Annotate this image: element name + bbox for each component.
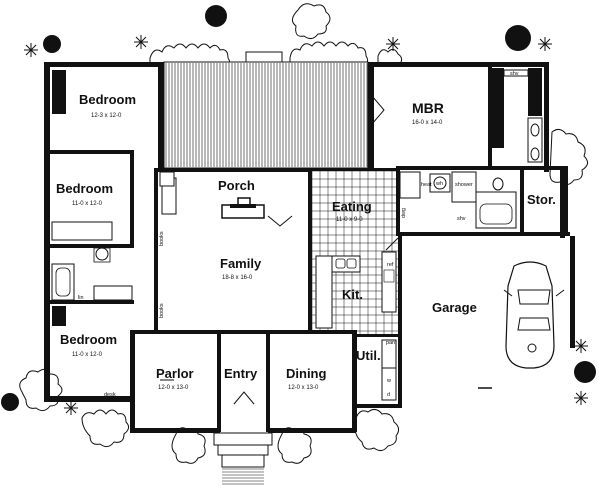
bedroom2-dims: 11-0 x 12-0 — [72, 201, 103, 207]
parlor-dims: 12-0 x 13-0 — [158, 385, 189, 391]
w-label: w — [386, 378, 391, 384]
shrub-bottom-left — [19, 368, 63, 412]
laundry — [381, 339, 397, 401]
family-label: Family — [220, 256, 262, 271]
car-icon — [503, 261, 565, 369]
dining-dims: 12-0 x 13-0 — [288, 385, 319, 391]
door-swings — [160, 95, 399, 405]
kit-label: Kit. — [342, 287, 363, 302]
exterior-walls — [44, 62, 575, 433]
tree-right — [574, 361, 596, 383]
shrub-bottom-right — [354, 408, 400, 452]
porch-label: Porch — [218, 178, 255, 193]
landscaping — [1, 3, 596, 464]
shrub-top-center-left — [149, 43, 231, 67]
shrub-right — [549, 128, 588, 186]
eating-dims: 11-0 x 9-0 — [336, 217, 363, 223]
wh-label: wh — [435, 181, 443, 187]
bedroom3-dims: 11-0 x 12-0 — [72, 352, 103, 358]
flower-markers — [24, 35, 588, 415]
d-label: d — [387, 392, 390, 398]
front-porch-deck — [163, 51, 369, 169]
desk-label: desk — [104, 392, 116, 398]
stor-label: Stor. — [527, 192, 556, 207]
garage-label: Garage — [432, 300, 477, 315]
tree-bottom-left — [1, 393, 19, 411]
bath-fixtures — [51, 69, 543, 301]
tree-top-left — [205, 5, 227, 27]
fixture-labels: shv heat wh shower shv dwg lin books boo… — [78, 71, 519, 398]
shower-label: shower — [455, 182, 473, 188]
shv2-label: shv — [457, 216, 466, 222]
mbr-dims: 16-0 x 14-0 — [412, 120, 443, 126]
bedroom1-dims: 12-3 x 12-0 — [91, 113, 122, 119]
bedroom1-label: Bedroom — [79, 92, 136, 107]
tree-left — [43, 35, 61, 53]
shrub-bottom-mid-left — [81, 409, 130, 448]
family-dims: 18-8 x 16-0 — [222, 275, 253, 281]
bedroom2-label: Bedroom — [56, 181, 113, 196]
ref-label: ref — [387, 262, 394, 268]
bedroom3-label: Bedroom — [60, 332, 117, 347]
util-label: Util. — [356, 348, 381, 363]
mbr-label: MBR — [412, 100, 444, 116]
interior-walls — [50, 66, 570, 337]
shrub-top-center-right — [289, 41, 369, 67]
pant-label: pant — [386, 340, 397, 346]
parlor-label: Parlor — [156, 366, 194, 381]
books2-label: books — [159, 303, 165, 318]
dining-label: Dining — [286, 366, 326, 381]
dwg-label: dwg — [401, 208, 407, 218]
books1-label: books — [159, 231, 165, 246]
shv-label: shv — [510, 71, 519, 77]
tree-top-right — [505, 25, 531, 51]
lin-label: lin — [78, 295, 84, 301]
shrub-top-right — [377, 48, 403, 67]
fireplace — [221, 197, 265, 219]
closet-hatching — [51, 68, 542, 326]
tree-top-center-outline — [292, 3, 331, 40]
entry-label: Entry — [224, 366, 258, 381]
shrub-bottom-center-left — [171, 427, 206, 464]
shrub-bottom-center-right — [277, 427, 312, 464]
eating-label: Eating — [332, 199, 372, 214]
kitchen-counters — [315, 251, 397, 329]
entry-stoop — [213, 432, 273, 485]
room-labels: Bedroom 12-3 x 12-0 Bedroom 11-0 x 12-0 … — [56, 92, 556, 391]
heat-label: heat — [421, 182, 432, 188]
